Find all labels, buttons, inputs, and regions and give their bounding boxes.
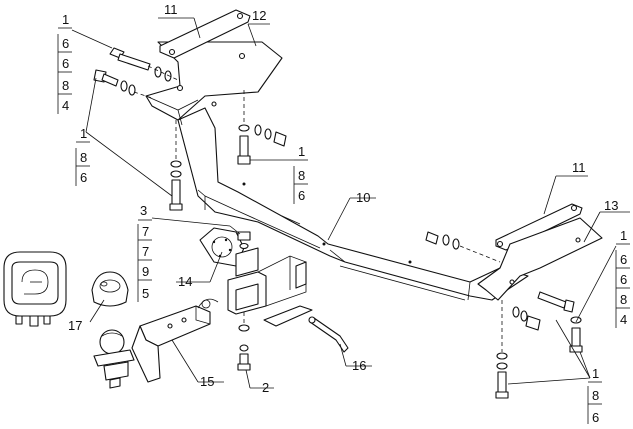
svg-text:8: 8 bbox=[80, 150, 87, 165]
right-bracket-part-13 bbox=[477, 217, 603, 301]
svg-text:6: 6 bbox=[62, 56, 69, 71]
bolt-right-mid bbox=[512, 291, 583, 353]
receiver-box bbox=[227, 255, 313, 327]
bolt-part-2 bbox=[237, 312, 251, 371]
bolt-center bbox=[237, 90, 287, 165]
bolt-right-low bbox=[495, 300, 509, 399]
callout-15: 15 bbox=[200, 374, 214, 389]
callout-13: 13 bbox=[604, 198, 618, 213]
ball-mount-part-15 bbox=[131, 305, 211, 383]
leader-lines bbox=[71, 17, 630, 389]
nut-part-3 bbox=[237, 231, 251, 250]
callout-16: 16 bbox=[352, 358, 366, 373]
svg-text:8: 8 bbox=[592, 388, 599, 403]
fraction-group-right-a: 1 6 6 8 4 bbox=[615, 228, 630, 328]
svg-text:6: 6 bbox=[298, 188, 305, 203]
svg-text:1: 1 bbox=[80, 126, 87, 141]
svg-text:5: 5 bbox=[142, 286, 149, 301]
svg-text:8: 8 bbox=[620, 292, 627, 307]
callout-12: 12 bbox=[252, 8, 266, 23]
callout-11-left: 11 bbox=[164, 2, 178, 17]
bolt-left-low bbox=[169, 120, 183, 211]
svg-text:1: 1 bbox=[592, 366, 599, 381]
svg-text:6: 6 bbox=[62, 36, 69, 51]
crossbar-part-10 bbox=[177, 107, 529, 301]
bolt-left-mid bbox=[93, 69, 153, 99]
callout-2: 2 bbox=[262, 380, 269, 395]
svg-text:4: 4 bbox=[620, 312, 627, 327]
svg-text:7: 7 bbox=[142, 224, 149, 239]
right-plate-part-11 bbox=[495, 203, 583, 251]
svg-text:1: 1 bbox=[620, 228, 627, 243]
left-bracket-part-12 bbox=[145, 41, 283, 126]
svg-text:6: 6 bbox=[620, 252, 627, 267]
fraction-group-right-b: 1 8 6 bbox=[587, 366, 602, 425]
callout-10: 10 bbox=[356, 190, 370, 205]
ball-cover-part-17 bbox=[91, 271, 129, 307]
svg-text:6: 6 bbox=[620, 272, 627, 287]
fraction-group-left-3: 7 7 9 5 bbox=[137, 219, 152, 302]
bolt-left-top bbox=[109, 47, 179, 82]
left-plate-part-11 bbox=[159, 9, 251, 59]
pin-part-16 bbox=[197, 298, 349, 353]
svg-text:4: 4 bbox=[62, 98, 69, 113]
tow-ball bbox=[93, 329, 135, 389]
svg-text:9: 9 bbox=[142, 264, 149, 279]
callout-3: 3 bbox=[140, 203, 147, 218]
bolt-right-top bbox=[425, 231, 501, 263]
callout-17: 17 bbox=[68, 318, 82, 333]
callout-11-right: 11 bbox=[572, 160, 586, 175]
svg-text:7: 7 bbox=[142, 244, 149, 259]
fraction-group-top-left-b: 1 8 6 bbox=[75, 126, 90, 186]
fraction-group-mid-center: 1 8 6 bbox=[293, 144, 308, 204]
svg-text:8: 8 bbox=[298, 168, 305, 183]
svg-text:1: 1 bbox=[298, 144, 305, 159]
svg-text:6: 6 bbox=[592, 410, 599, 425]
svg-text:1: 1 bbox=[62, 12, 69, 27]
svg-text:6: 6 bbox=[80, 170, 87, 185]
svg-text:8: 8 bbox=[62, 78, 69, 93]
callout-14: 14 bbox=[178, 274, 192, 289]
callout-labels: 11 12 11 13 10 14 17 15 2 16 3 bbox=[68, 2, 618, 395]
socket-cover bbox=[3, 251, 67, 327]
fraction-group-top-left-a: 1 6 6 8 4 bbox=[57, 12, 72, 114]
